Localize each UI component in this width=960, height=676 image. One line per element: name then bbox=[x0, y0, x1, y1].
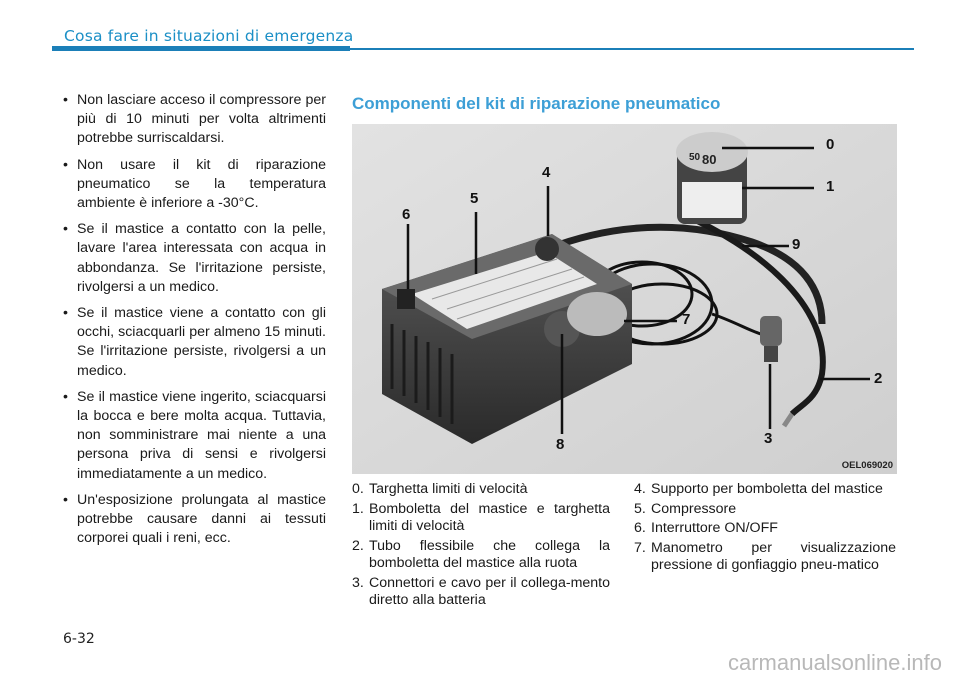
header-title: Cosa fare in situazioni di emergenza bbox=[64, 27, 354, 45]
repair-kit-illustration: 80 50 bbox=[352, 124, 897, 474]
parts-list-left: 0.Targhetta limiti di velocità 1.Bombole… bbox=[352, 481, 610, 612]
warning-item: Non lasciare acceso il compressore per p… bbox=[63, 91, 326, 149]
warning-item: Se il mastice viene a contatto con gli o… bbox=[63, 304, 326, 381]
list-item: 0.Targhetta limiti di velocità bbox=[352, 481, 528, 497]
callout-4: 4 bbox=[542, 164, 551, 181]
speed-label-text: 80 bbox=[702, 152, 716, 167]
callout-5: 5 bbox=[470, 190, 479, 207]
header-rule-thick bbox=[52, 46, 350, 51]
header-rule-thin bbox=[350, 48, 914, 50]
figure-code: OEL069020 bbox=[841, 460, 893, 471]
parts-list-right: 4.Supporto per bomboletta del mastice 5.… bbox=[634, 481, 896, 577]
section-title: Componenti del kit di riparazione pneuma… bbox=[352, 94, 721, 113]
list-item: 5.Compressore bbox=[634, 500, 737, 517]
warning-item: Un'esposizione prolungata al mastice pot… bbox=[63, 491, 326, 549]
callout-2: 2 bbox=[874, 370, 883, 387]
list-item: 2.Tubo flessibile che collega la bombole… bbox=[352, 537, 610, 572]
list-item: 3.Connettori e cavo per il collega-mento… bbox=[352, 574, 610, 609]
warning-item: Se il mastice viene ingerito, sciacquars… bbox=[63, 388, 326, 484]
list-item: 4.Supporto per bomboletta del mastice bbox=[634, 481, 883, 497]
repair-kit-figure: 80 50 0 1 2 3 4 5 6 7 8 9 OEL069020 bbox=[352, 124, 897, 474]
speed-label-text-2: 50 bbox=[689, 152, 701, 163]
list-item: 1.Bomboletta del mastice e targhetta lim… bbox=[352, 500, 610, 535]
callout-6: 6 bbox=[402, 206, 411, 223]
list-item: 6.Interruttore ON/OFF bbox=[634, 520, 778, 536]
list-item: 7.Manometro per visualizzazione pression… bbox=[634, 539, 896, 574]
callout-8: 8 bbox=[556, 436, 565, 453]
callout-3: 3 bbox=[764, 430, 773, 447]
watermark: carmanualsonline.info bbox=[727, 650, 942, 675]
page-number: 6-32 bbox=[63, 631, 95, 647]
warning-item: Se il mastice a contatto con la pelle, l… bbox=[63, 220, 326, 297]
callout-9: 9 bbox=[792, 236, 801, 253]
callout-0: 0 bbox=[826, 136, 835, 153]
warning-list: Non lasciare acceso il compressore per p… bbox=[63, 91, 326, 555]
callout-7: 7 bbox=[682, 311, 691, 328]
warning-item: Non usare il kit di riparazione pneumati… bbox=[63, 156, 326, 214]
callout-1: 1 bbox=[826, 178, 835, 195]
